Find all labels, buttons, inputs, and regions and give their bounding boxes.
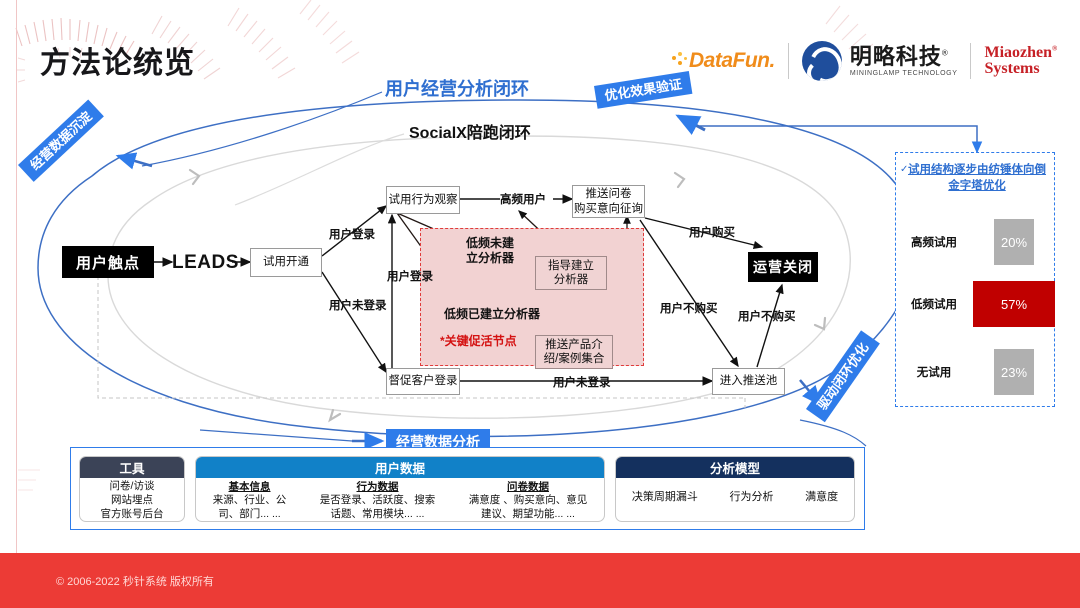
label-low-freq-built: 低频已建立分析器	[444, 307, 541, 321]
left-edge-line	[16, 0, 17, 608]
trial-row-bar: 57%	[973, 281, 1055, 327]
node-push-product-intro: 推送产品介 绍/案例集合	[535, 335, 613, 369]
edge-label-user-not-buy-2: 用户不购买	[738, 311, 796, 323]
card-header: 工具	[80, 457, 184, 478]
logo-divider-2	[970, 43, 972, 79]
minglue-globe-icon	[801, 41, 842, 81]
card-column: 行为数据是否登录、活跃度、搜索 话题、常用模块... ...	[320, 481, 436, 521]
card-item: 决策周期漏斗	[631, 491, 698, 503]
card-column-title: 行为数据	[356, 481, 399, 493]
card-analysis-model: 分析模型决策周期漏斗 行为分析 满意度	[615, 456, 855, 522]
node-urge-customer-login: 督促客户登录	[386, 368, 460, 395]
datafun-logo-text: DataFun.	[689, 49, 775, 72]
node-push-survey: 推送问卷 购买意向征询	[572, 185, 645, 218]
footer-bar	[0, 553, 1080, 608]
node-guide-build-analyzer: 指导建立 分析器	[535, 256, 607, 290]
card-column-title: 问卷数据	[506, 481, 549, 493]
ribbon-data-sink: 经营数据沉淀	[18, 99, 104, 182]
card-user-data: 用户数据基本信息来源、行业、公 司、部门... ... 行为数据是否登录、活跃度、…	[195, 456, 605, 522]
trial-row: 无试用 23%	[896, 349, 1056, 395]
datafun-logo: DataFun.	[672, 46, 775, 76]
trial-row: 高频试用 20%	[896, 219, 1056, 265]
logo-divider-1	[787, 43, 789, 79]
card-header: 分析模型	[616, 457, 854, 478]
trial-structure-panel: ✓ 试用结构逐步由纺锤体向倒金字塔优化 高频试用 20% 低频试用 57% 无试用 23%	[895, 152, 1055, 407]
trial-row-label: 无试用	[916, 367, 952, 379]
diagram-title-cycle: 用户经营分析闭环	[385, 79, 529, 99]
card-column-title: 基本信息	[228, 481, 271, 493]
trial-row-bar-wrap: 20%	[972, 219, 1056, 265]
trial-row-label: 低频试用	[911, 299, 957, 311]
ribbon-drive-loop: 驱动闭环优化	[806, 330, 880, 423]
card-tools: 工具问卷/访谈网站埋点官方账号后台	[79, 456, 185, 522]
trial-row-bar: 20%	[994, 219, 1034, 265]
node-ops-close: 运营关闭	[748, 252, 818, 282]
minglue-reg-mark: ®	[941, 48, 949, 58]
card-body: 问卷/访谈网站埋点官方账号后台	[80, 478, 184, 521]
card-line: 官方账号后台	[100, 507, 164, 520]
trial-row-bar-wrap: 23%	[972, 349, 1056, 395]
trial-row-bar-wrap: 57%	[972, 281, 1056, 327]
miaozhen-line1: Miaozhen®	[984, 44, 1058, 61]
ribbon-effect-verify: 优化效果验证	[594, 70, 693, 109]
edge-label-high-freq-user: 高频用户	[500, 194, 546, 206]
miaozhen-line2: Systems	[984, 60, 1040, 77]
label-low-freq-not-built: 低频未建 立分析器	[466, 236, 515, 265]
minglue-logo: 明略科技® MININGLAMP TECHNOLOGY	[801, 41, 958, 81]
miaozhen-logo: Miaozhen® Systems	[984, 45, 1057, 77]
minglue-name-en: MININGLAMP TECHNOLOGY	[849, 70, 958, 78]
card-column-text: 来源、行业、公 司、部门... ...	[212, 494, 287, 520]
card-header: 用户数据	[196, 457, 604, 478]
card-column: 基本信息来源、行业、公 司、部门... ...	[213, 481, 287, 521]
node-leads: LEADS	[172, 252, 239, 273]
node-trial-open: 试用开通	[250, 248, 322, 277]
node-enter-push-pool: 进入推送池	[712, 368, 785, 395]
edge-label-user-not-login-2: 用户未登录	[553, 377, 611, 389]
card-column-text: 是否登录、活跃度、搜索 话题、常用模块... ...	[319, 494, 436, 520]
trial-row-bar: 23%	[994, 349, 1034, 395]
card-body: 决策周期漏斗 行为分析 满意度	[616, 478, 854, 514]
diagram-title-social: SocialX陪跑闭环	[409, 125, 531, 142]
edge-label-user-not-login-1: 用户未登录	[329, 300, 387, 312]
miaozhen-reg-mark: ®	[1052, 44, 1058, 53]
edge-label-user-buy: 用户购买	[689, 227, 735, 239]
trial-row: 低频试用 57%	[896, 281, 1056, 327]
card-column: 问卷数据满意度 、购买意向、意见 建议、期望功能... ...	[469, 481, 587, 521]
edge-label-user-login-2: 用户登录	[387, 271, 433, 283]
node-user-touchpoint: 用户触点	[62, 246, 154, 278]
edge-label-user-not-buy-1: 用户不购买	[660, 303, 718, 315]
datafun-dots-icon	[672, 52, 688, 70]
label-key-activation-node: *关键促活节点	[440, 334, 517, 348]
card-line: 问卷/访谈	[109, 480, 155, 492]
edge-label-user-login-1: 用户登录	[329, 229, 375, 241]
card-body: 基本信息来源、行业、公 司、部门... ... 行为数据是否登录、活跃度、搜索 话…	[196, 478, 604, 521]
card-item: 满意度	[805, 491, 839, 503]
check-icon: ✓	[900, 164, 909, 175]
trial-structure-title: 试用结构逐步由纺锤体向倒金字塔优化	[908, 164, 1046, 192]
logo-bar: DataFun. 明略科技® MININGLAMP TECHNOLOGY Mia…	[672, 38, 1057, 84]
key-activation-zone	[420, 228, 644, 366]
card-column-text: 满意度 、购买意向、意见 建议、期望功能... ...	[468, 494, 588, 520]
minglue-logo-text: 明略科技® MININGLAMP TECHNOLOGY	[850, 45, 958, 77]
trial-row-label: 高频试用	[911, 237, 957, 249]
footer-copyright: © 2006-2022 秒针系统 版权所有	[56, 576, 214, 588]
node-trial-behavior: 试用行为观察	[386, 186, 460, 214]
card-line: 网站埋点	[111, 493, 153, 506]
card-item: 行为分析	[729, 491, 774, 503]
data-analysis-panel: 工具问卷/访谈网站埋点官方账号后台 用户数据基本信息来源、行业、公 司、部门..…	[70, 447, 865, 530]
page-title: 方法论统览	[40, 47, 195, 80]
minglue-name-cn: 明略科技®	[849, 43, 949, 69]
